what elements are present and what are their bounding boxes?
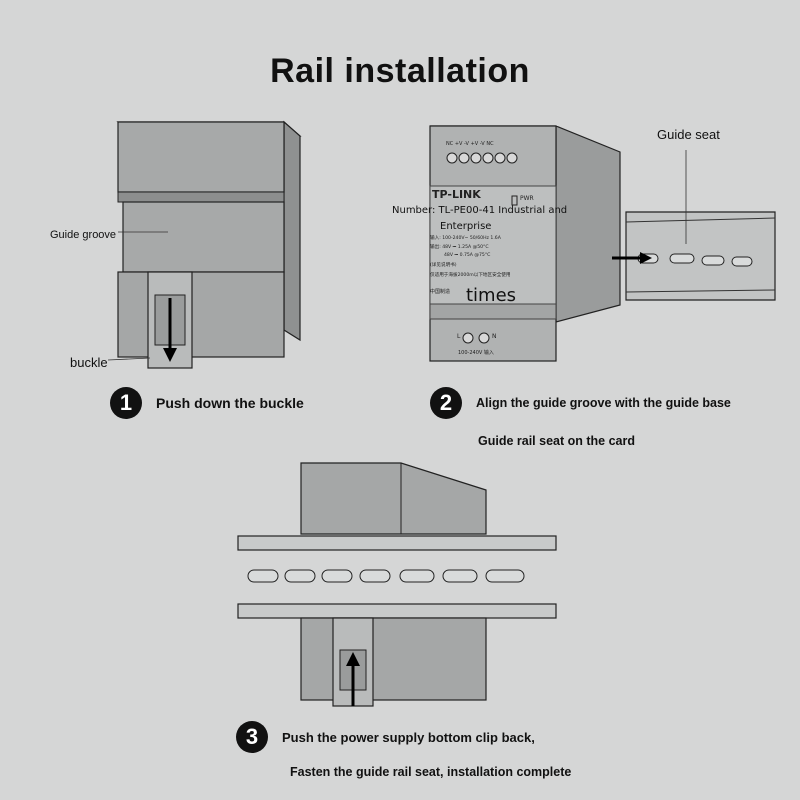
terminal-top-5: NC [486, 141, 494, 147]
rail-top [237, 535, 557, 551]
step-3-text: Push the power supply bottom clip back, [282, 729, 535, 745]
pwr-label: PWR [520, 195, 534, 202]
guide-seat-label: Guide seat [657, 127, 720, 142]
step-1: 1 Push down the buckle [110, 387, 304, 419]
step-3-number: 3 [236, 721, 268, 753]
step-1-number: 1 [110, 387, 142, 419]
figure-3-device [237, 462, 557, 707]
rail-bottom [237, 603, 557, 619]
terminal-top-3: +V [470, 141, 479, 147]
spec-output-2: 48V ⎓ 0.75A @75°C [444, 253, 491, 258]
step-1-text: Push down the buckle [156, 395, 304, 411]
step-3: 3 Push the power supply bottom clip back… [236, 721, 535, 753]
spec-output-1: 输出: 48V ⎓ 1.25A @50°C [430, 245, 489, 250]
model-line: Number: TL-PE00-41 Industrial and [392, 205, 568, 216]
overlay-word: times [466, 285, 517, 306]
made-in: 中国制造 [430, 289, 451, 295]
brand-logo: TP-LINK [432, 188, 481, 201]
step-3-subtext: Fasten the guide rail seat, installation… [290, 765, 572, 779]
guide-groove-label: Guide groove [50, 229, 117, 241]
spec-warning: 仅适用于海拔2000m以下地区安全使用 [430, 273, 511, 278]
model-line2: Enterprise [440, 221, 492, 232]
terminal-top-1: +V [454, 141, 463, 147]
terminal-n: N [492, 333, 497, 340]
input-label: 100-240V 输入 [458, 350, 494, 356]
spec-note: (详见说明书) [430, 263, 457, 268]
buckle-label: buckle [70, 355, 108, 370]
terminal-top-2: -V [464, 141, 469, 147]
step-2-number: 2 [430, 387, 462, 419]
figure-2-device [429, 125, 776, 362]
terminal-l: L [457, 333, 461, 340]
step-2-text: Align the guide groove with the guide ba… [476, 396, 731, 410]
terminal-top-4: -V [479, 141, 485, 147]
figure-1-device [107, 120, 302, 369]
pwr-led-icon [511, 195, 518, 206]
din-rail [625, 211, 776, 301]
spec-input: 输入: 100-240V~ 50/60Hz 1.6A [430, 236, 501, 241]
step-2: 2 Align the guide groove with the guide … [430, 387, 731, 419]
terminal-top-0: NC [446, 141, 454, 147]
page-title: Rail installation [270, 52, 530, 90]
step-2-subtext: Guide rail seat on the card [478, 434, 635, 448]
